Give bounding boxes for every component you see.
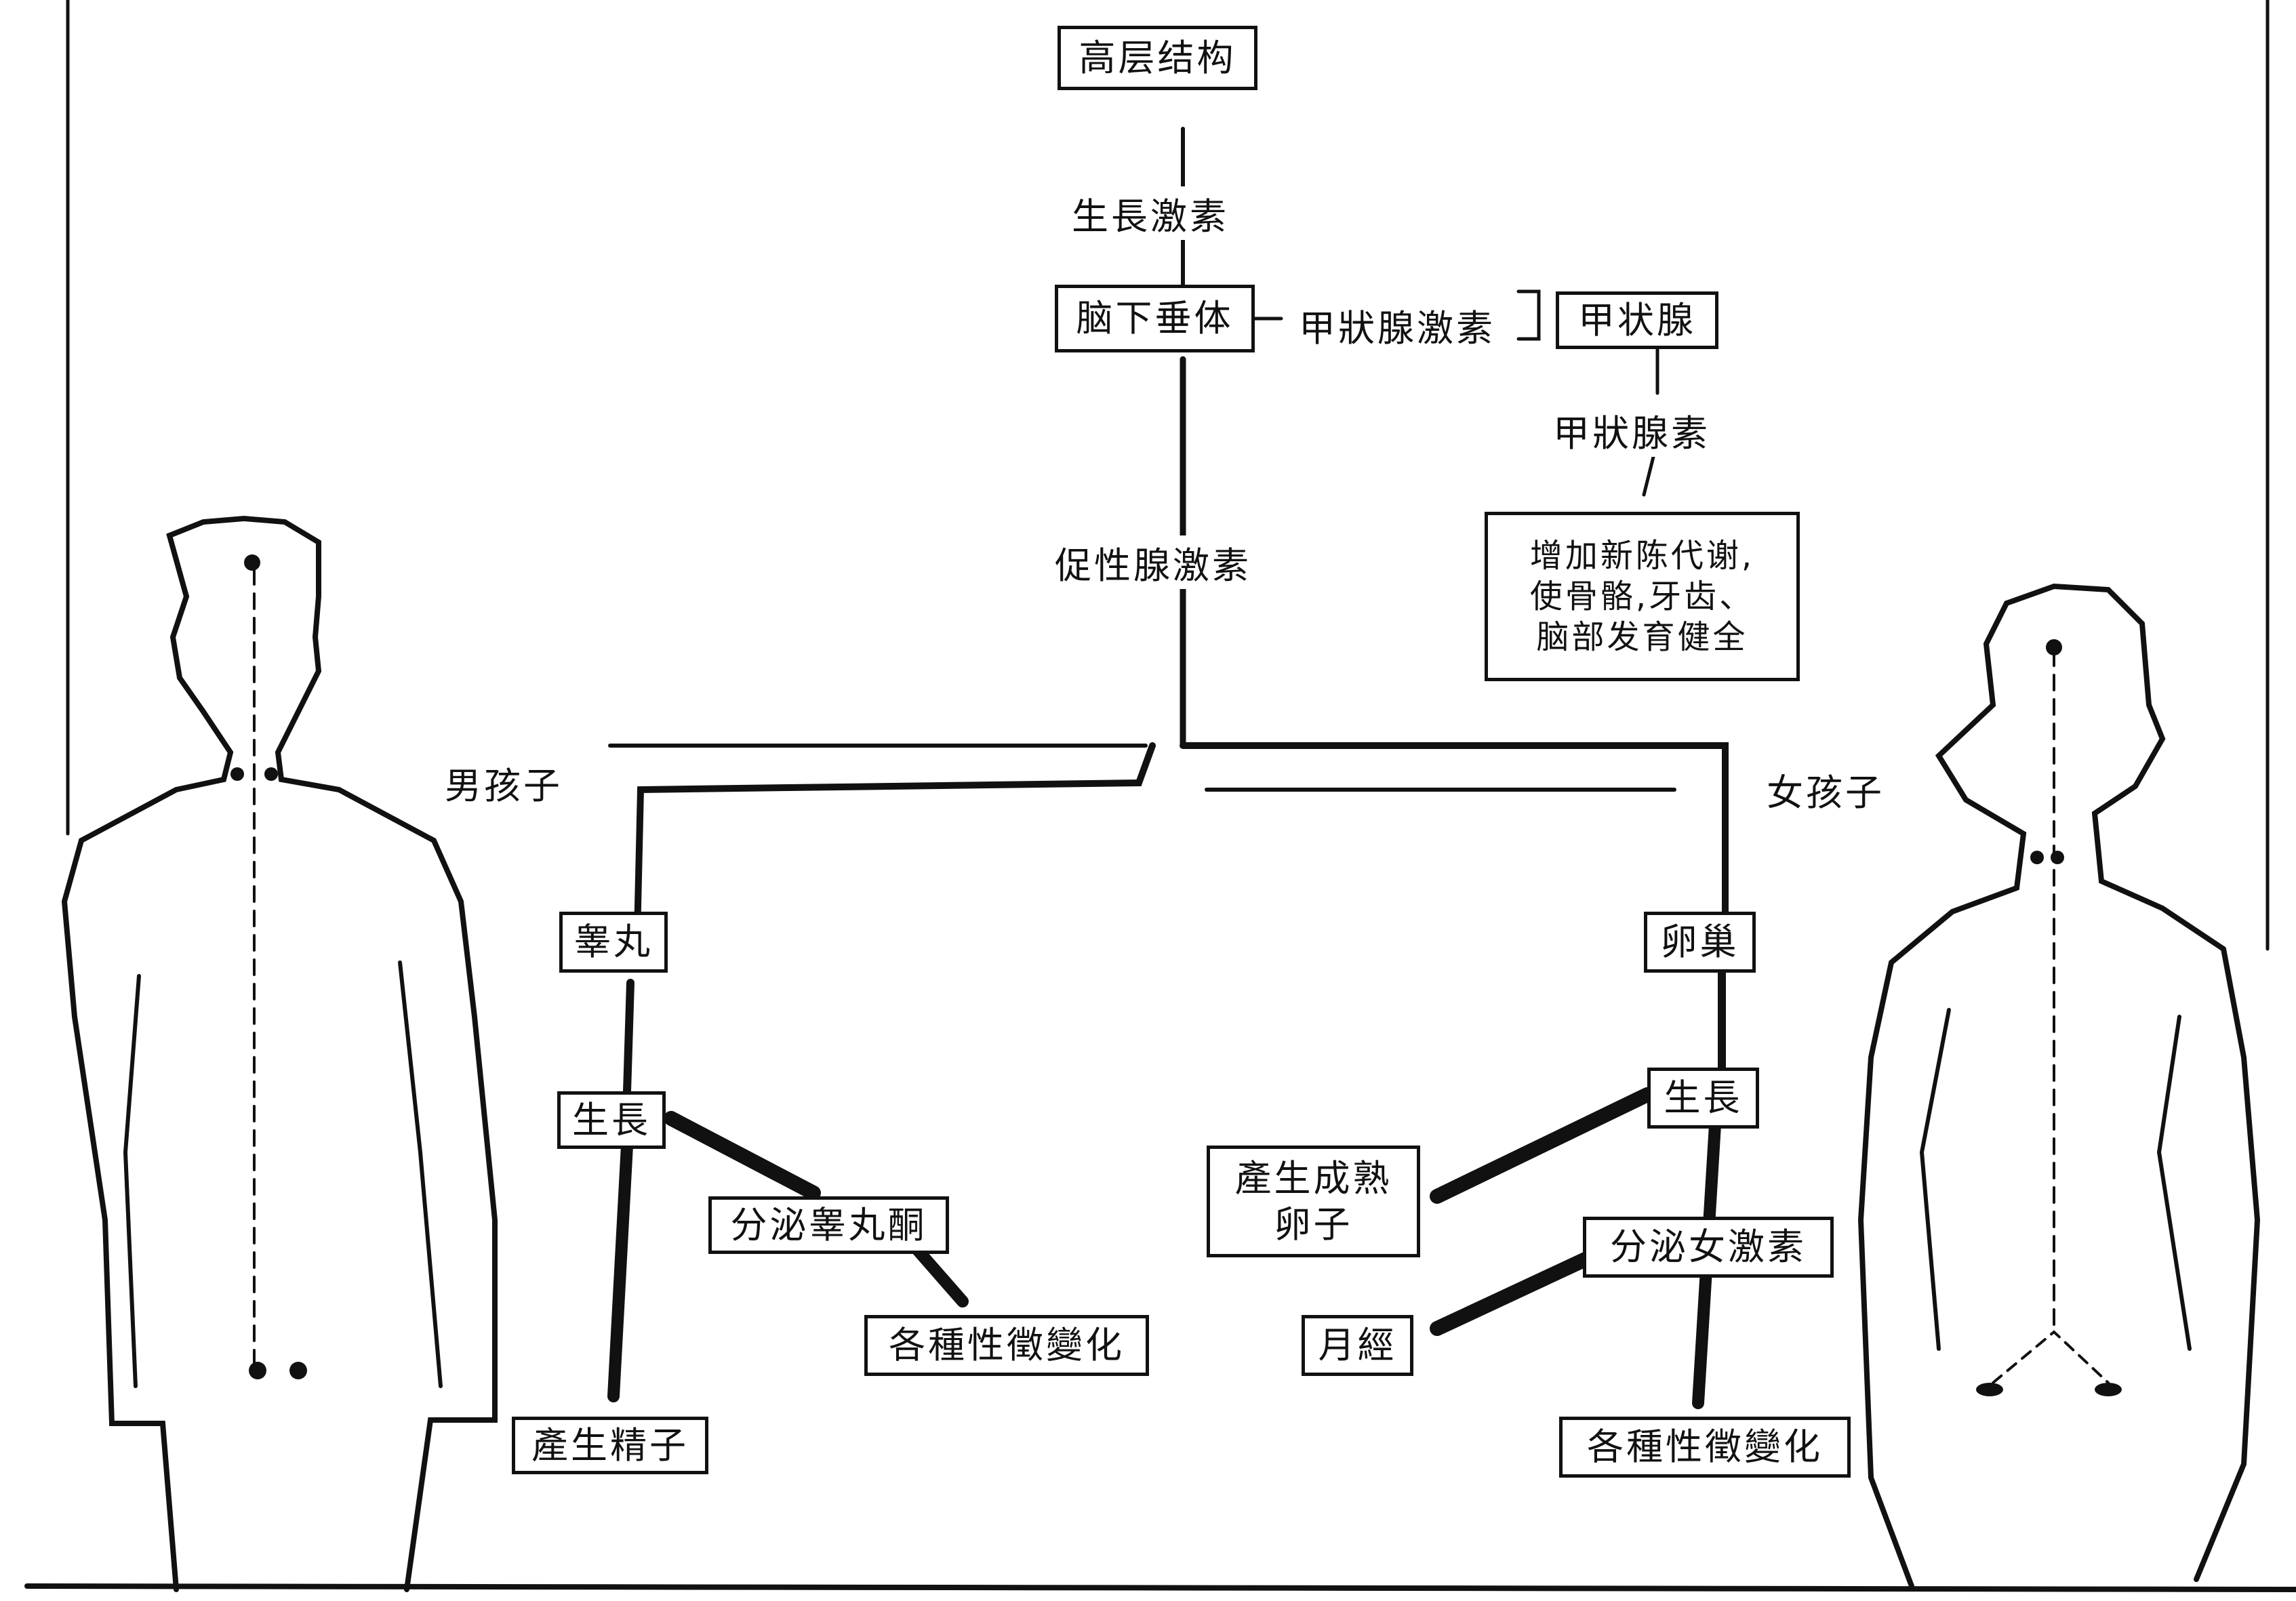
female-mature-egg-box: 產生成熟 卵子	[1207, 1146, 1420, 1257]
male-diag-2	[909, 1241, 969, 1308]
female-changes-box: 各種性徵變化	[1559, 1417, 1851, 1478]
male-secrete-box: 分泌睾丸酮	[708, 1196, 949, 1254]
female-arm-gap-left	[1919, 1008, 1951, 1351]
boy-label: 男孩子	[441, 756, 567, 809]
male-gonad-dot-a	[249, 1362, 266, 1379]
pituitary-box: 脑下垂体	[1055, 285, 1255, 352]
female-diag-2	[1430, 1250, 1597, 1336]
male-arm-gap-right	[398, 960, 443, 1388]
tsh-bracket	[1516, 289, 1541, 341]
male-thyroid-dot-b	[264, 767, 278, 781]
branch-left	[634, 742, 1156, 939]
male-diag-1	[664, 1111, 821, 1200]
male-silhouette	[61, 515, 498, 1592]
brain-box: 高层结构	[1058, 26, 1257, 90]
female-secrete-box: 分泌女激素	[1583, 1217, 1834, 1278]
female-diag-1	[1430, 1087, 1655, 1204]
female-ovary-box: 卵巢	[1644, 912, 1756, 973]
thyroid-box: 甲状腺	[1556, 291, 1718, 349]
female-menses-box: 月經	[1302, 1315, 1413, 1376]
frame-bottom-edge	[24, 1583, 2296, 1592]
female-thyroid-dot-a	[2030, 851, 2044, 864]
male-column-b	[607, 1139, 633, 1402]
female-ovary-branches	[1992, 1330, 2110, 1384]
male-testis-box: 睾丸	[559, 912, 668, 973]
female-arm-gap-right	[2156, 1015, 2192, 1351]
female-growth-box: 生長	[1647, 1068, 1759, 1129]
thyroxine-label: 甲狀腺素	[1549, 403, 1714, 457]
male-thyroid-dot-a	[230, 767, 244, 781]
male-changes-box: 各種性徵變化	[864, 1315, 1149, 1376]
tsh-label: 甲狀腺激素	[1295, 298, 1499, 352]
growth-hormone-label: 生長激素	[1068, 186, 1233, 240]
girl-label: 女孩子	[1763, 763, 1889, 816]
female-pituitary-dot	[2046, 639, 2062, 655]
thyroid-effects-box: 增加新陈代谢, 使骨骼,牙齿、 脑部发育健全	[1485, 512, 1800, 681]
female-silhouette	[1857, 583, 2261, 1589]
female-ovary-dot-b	[2095, 1383, 2122, 1396]
female-ovary-dot-a	[1976, 1383, 2003, 1396]
thyroxine-down-line	[1642, 452, 1656, 497]
male-pituitary-dot	[244, 554, 260, 571]
male-arm-gap-left	[123, 974, 141, 1388]
male-growth-box: 生長	[557, 1091, 666, 1149]
male-column-a	[623, 979, 635, 1095]
female-thyroid-dot-b	[2051, 851, 2064, 864]
gonadotropin-label: 促性腺激素	[1051, 535, 1255, 589]
male-gonad-dot-b	[289, 1362, 307, 1379]
male-sperm-box: 產生精子	[512, 1417, 708, 1474]
branch-right	[1180, 742, 1729, 932]
